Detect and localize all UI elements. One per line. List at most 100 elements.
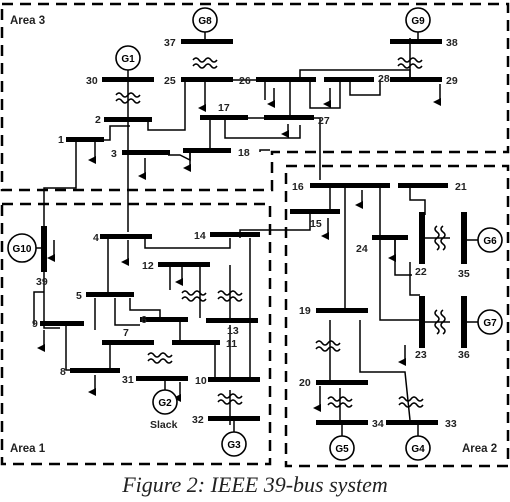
bus-label-22: 22: [415, 266, 427, 278]
generator-g3: G3: [221, 431, 247, 457]
area-boundaries: [0, 2, 510, 468]
bus-8: [70, 368, 120, 373]
bus-26: [256, 77, 316, 82]
bus-label-12: 12: [142, 260, 154, 272]
bus-6: [140, 317, 188, 322]
bus-label-37: 37: [164, 37, 176, 49]
bus-10: [208, 377, 260, 382]
bus-32: [208, 416, 260, 421]
bus-label-2: 2: [95, 114, 101, 126]
transformer-6-31: [147, 352, 173, 364]
load-arrows: [37, 84, 441, 412]
transformers: [115, 57, 446, 408]
generator-g2: G2: [152, 389, 178, 415]
bus-label-21: 21: [455, 181, 467, 193]
bus-label-11: 11: [226, 338, 237, 350]
bus-label-39: 39: [36, 276, 48, 288]
bus-20: [316, 380, 368, 385]
bus-17: [200, 115, 248, 120]
bus-bars: [40, 39, 467, 425]
bus-label-7: 7: [123, 327, 129, 339]
area-2-boundary: [284, 164, 510, 468]
svg-text:G4: G4: [411, 444, 425, 455]
bus-31: [136, 376, 188, 381]
bus-labels: 1 2 3 4 5 6 7 8 9 10 11 12 13 14 15 16 1…: [32, 37, 470, 430]
bus-label-38: 38: [446, 37, 458, 49]
bus-38: [390, 39, 442, 44]
generator-g5: G5: [329, 435, 355, 461]
bus-14: [210, 232, 260, 237]
svg-text:G1: G1: [121, 54, 135, 65]
bus-label-26: 26: [239, 75, 251, 87]
bus-22: [419, 212, 425, 264]
transformer-10-32: [217, 393, 243, 405]
bus-label-14: 14: [194, 230, 206, 242]
bus-label-5: 5: [76, 290, 82, 302]
area-1-boundary: [0, 202, 272, 466]
bus-label-23: 23: [415, 349, 427, 361]
svg-text:G3: G3: [227, 440, 241, 451]
transformer-19-20: [315, 340, 341, 352]
bus-23: [419, 296, 425, 348]
bus-label-35: 35: [458, 268, 470, 280]
bus-29: [390, 77, 442, 82]
bus-27: [264, 115, 314, 120]
transformer-30-2: [115, 92, 141, 104]
bus-21: [398, 183, 448, 188]
svg-text:G7: G7: [483, 318, 497, 329]
bus-label-24: 24: [356, 243, 368, 255]
bus-label-34: 34: [372, 418, 384, 430]
bus-25: [181, 77, 233, 82]
generator-g4: G4: [405, 435, 431, 461]
bus-label-19: 19: [299, 305, 311, 317]
bus-label-16: 16: [292, 181, 304, 193]
bus-label-27: 27: [318, 115, 330, 127]
bus-label-1: 1: [58, 134, 64, 146]
transformer-37-25: [192, 57, 218, 69]
bus-5: [86, 292, 134, 297]
bus-39: [41, 226, 47, 272]
bus-9: [40, 321, 84, 326]
bus-18: [183, 148, 231, 153]
area-3-boundary: [0, 2, 510, 192]
bus-3: [122, 150, 170, 155]
figure-caption: Figure 2: IEEE 39-bus system: [122, 472, 388, 497]
bus-label-17: 17: [218, 102, 230, 114]
bus-16: [310, 183, 390, 188]
bus-1: [66, 137, 104, 142]
svg-text:G2: G2: [158, 398, 172, 409]
svg-text:G9: G9: [411, 16, 425, 27]
transformer-12-13: [217, 290, 243, 302]
bus-15: [290, 209, 340, 214]
bus-label-15: 15: [310, 218, 322, 230]
area-2-label: Area 2: [462, 443, 497, 455]
bus-19: [316, 308, 368, 313]
area-1-label: Area 1: [10, 443, 46, 455]
bus-label-6: 6: [141, 314, 147, 326]
bus-7: [102, 340, 154, 345]
slack-label: Slack: [150, 419, 178, 431]
bus-24: [372, 235, 408, 240]
bus-36: [461, 296, 467, 348]
generator-connections: [36, 32, 478, 436]
bus-label-25: 25: [164, 75, 176, 87]
svg-text:G10: G10: [13, 244, 32, 255]
bus-4: [100, 234, 152, 239]
bus-label-31: 31: [122, 374, 134, 386]
bus-label-8: 8: [60, 366, 66, 378]
bus-13: [206, 318, 258, 323]
bus-label-18: 18: [238, 147, 250, 159]
bus-34: [316, 420, 368, 425]
bus-label-32: 32: [192, 414, 204, 426]
bus-label-28: 28: [378, 73, 390, 85]
generator-g6: G6: [477, 227, 503, 253]
bus-label-29: 29: [446, 75, 458, 87]
svg-text:G6: G6: [483, 236, 497, 247]
transformer-19-33: [398, 396, 424, 408]
bus-28: [324, 77, 374, 82]
svg-text:G5: G5: [335, 444, 349, 455]
bus-33: [386, 420, 438, 425]
bus-label-33: 33: [445, 418, 457, 430]
bus-label-13: 13: [227, 325, 239, 337]
